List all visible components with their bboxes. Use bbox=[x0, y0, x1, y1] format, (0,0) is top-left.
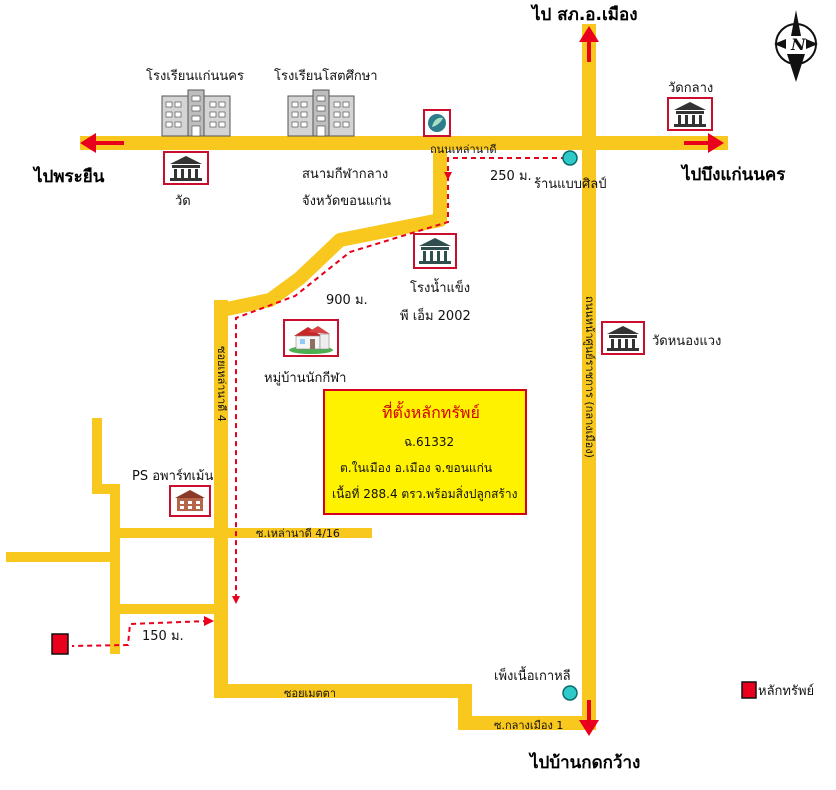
route-final-head bbox=[204, 616, 214, 626]
temple-wat: วัด bbox=[163, 151, 209, 209]
property-card-box bbox=[323, 389, 527, 515]
temple-klang: วัดกลาง bbox=[667, 81, 713, 131]
house-icon bbox=[283, 319, 339, 357]
property-marker bbox=[51, 633, 69, 655]
road-soi-klang bbox=[458, 716, 596, 730]
korean-bbq-marker bbox=[562, 685, 578, 701]
road-main-vertical bbox=[582, 24, 596, 730]
legend: หลักทรัพย์ bbox=[741, 681, 814, 699]
ps-apartment-label: PS อพาร์ทเม้น bbox=[132, 468, 213, 484]
road-left-vertical-top bbox=[92, 418, 102, 492]
direction-north-label: ไป สภ.อ.เมือง bbox=[530, 4, 638, 25]
athletes-village-label: หมู่บ้านนักกีฬา bbox=[264, 370, 346, 386]
property-card-deed: ฉ.61332 bbox=[404, 435, 454, 449]
temple-klang-label: วัดกลาง bbox=[668, 81, 713, 96]
distance-900: 900 ม. bbox=[326, 293, 368, 308]
road-soi-4-16 bbox=[110, 528, 372, 538]
temple-nong-waeng: วัดหนองแวง bbox=[601, 321, 721, 355]
direction-east-label: ไปบึงแก่นนคร bbox=[680, 164, 786, 185]
route-final bbox=[71, 620, 209, 647]
school-2: โรงเรียนโสตศึกษา bbox=[274, 68, 378, 137]
compass-letter: N bbox=[790, 35, 807, 54]
road-label-soi-metta: ซอยเมตตา bbox=[284, 687, 336, 700]
legend-swatch bbox=[741, 681, 757, 699]
school-1-label: โรงเรียนแก่นนคร bbox=[146, 68, 244, 84]
direction-west-label: ไปพระยืน bbox=[32, 166, 105, 187]
stadium-label-line2: จังหวัดขอนแก่น bbox=[302, 194, 391, 209]
arrow-east-head bbox=[708, 133, 724, 153]
road-label-main-horizontal: ถนนเหล่านาดี bbox=[430, 143, 496, 156]
school-building-icon bbox=[161, 89, 231, 137]
ps-apartment: PS อพาร์ทเม้น bbox=[132, 468, 213, 517]
shop-art: ร้านแบบศิลป์ bbox=[534, 150, 607, 192]
road-soi-metta bbox=[214, 684, 472, 698]
legend-label: หลักทรัพย์ bbox=[758, 683, 814, 699]
arrow-west-head bbox=[80, 133, 96, 153]
arrow-north-head bbox=[579, 26, 599, 42]
temple-wat-label: วัด bbox=[175, 194, 191, 209]
compass-icon: N bbox=[774, 10, 818, 82]
road-left-horizontal-top bbox=[92, 484, 116, 494]
ice-factory-label-line2: พี เอ็ม 2002 bbox=[400, 306, 471, 324]
road-soi-4-vertical bbox=[214, 300, 228, 696]
arrow-south-head bbox=[579, 720, 599, 736]
road-label-soi-4: ซอยเหล่านาดี 4 bbox=[215, 346, 228, 422]
property-card-title: ที่ตั้งหลักทรัพย์ bbox=[382, 401, 480, 422]
road-left-horizontal-low bbox=[110, 604, 222, 614]
ice-factory-label-line1: โรงน้ำแข็ง bbox=[410, 278, 470, 296]
road-left-vertical bbox=[110, 484, 120, 654]
road-soi-4-upper bbox=[220, 143, 447, 317]
distance-250: 250 ม. bbox=[490, 169, 532, 184]
road-main-horizontal bbox=[80, 136, 728, 150]
road-label-soi-klang: ซ.กลางเมือง 1 bbox=[494, 719, 563, 732]
road-network bbox=[6, 24, 728, 730]
temple-icon bbox=[667, 97, 713, 131]
route-from-shop bbox=[444, 157, 566, 180]
ice-factory: โรงน้ำแข็ง พี เอ็ม 2002 bbox=[400, 233, 471, 324]
temple-icon bbox=[163, 151, 209, 185]
road-label-soi-4-16: ซ.เหล่านาดี 4/16 bbox=[256, 527, 340, 540]
property-card-area: เนื้อที่ 288.4 ตรว.พร้อมสิ่งปลูกสร้าง bbox=[332, 485, 517, 502]
school-2-label: โรงเรียนโสตศึกษา bbox=[274, 68, 378, 84]
route-path bbox=[71, 157, 566, 647]
school-building-icon bbox=[287, 89, 355, 137]
road-label-main-vertical: ถนนหน้าศูนย์ราชการ (กลางเมือง) bbox=[583, 296, 596, 458]
shop-art-marker bbox=[562, 150, 578, 166]
distance-150: 150 ม. bbox=[142, 629, 184, 644]
korean-bbq-label: เพ็งเนื้อเกาหลี bbox=[494, 666, 571, 684]
apartment-building-icon bbox=[169, 485, 211, 517]
route-main bbox=[232, 176, 449, 604]
shop-art-label: ร้านแบบศิลป์ bbox=[534, 176, 607, 192]
temple-nong-waeng-label: วัดหนองแวง bbox=[652, 334, 721, 349]
direction-south-label: ไปบ้านกดกว้าง bbox=[528, 752, 640, 773]
direction-arrows bbox=[80, 26, 724, 736]
korean-bbq: เพ็งเนื้อเกาหลี bbox=[494, 666, 578, 701]
stadium-label-line1: สนามกีฬากลาง bbox=[302, 166, 388, 182]
ice-factory-icon bbox=[413, 233, 457, 269]
property-card-location: ต.ในเมือง อ.เมือง จ.ขอนแก่น bbox=[340, 461, 492, 475]
temple-icon bbox=[601, 321, 645, 355]
road-left-horizontal-mid bbox=[6, 552, 118, 562]
gas-station-icon bbox=[423, 109, 451, 137]
property-info-card: ที่ตั้งหลักทรัพย์ ฉ.61332 ต.ในเมือง อ.เม… bbox=[323, 389, 527, 515]
athletes-village: หมู่บ้านนักกีฬา bbox=[264, 319, 346, 386]
school-1: โรงเรียนแก่นนคร bbox=[146, 68, 244, 137]
